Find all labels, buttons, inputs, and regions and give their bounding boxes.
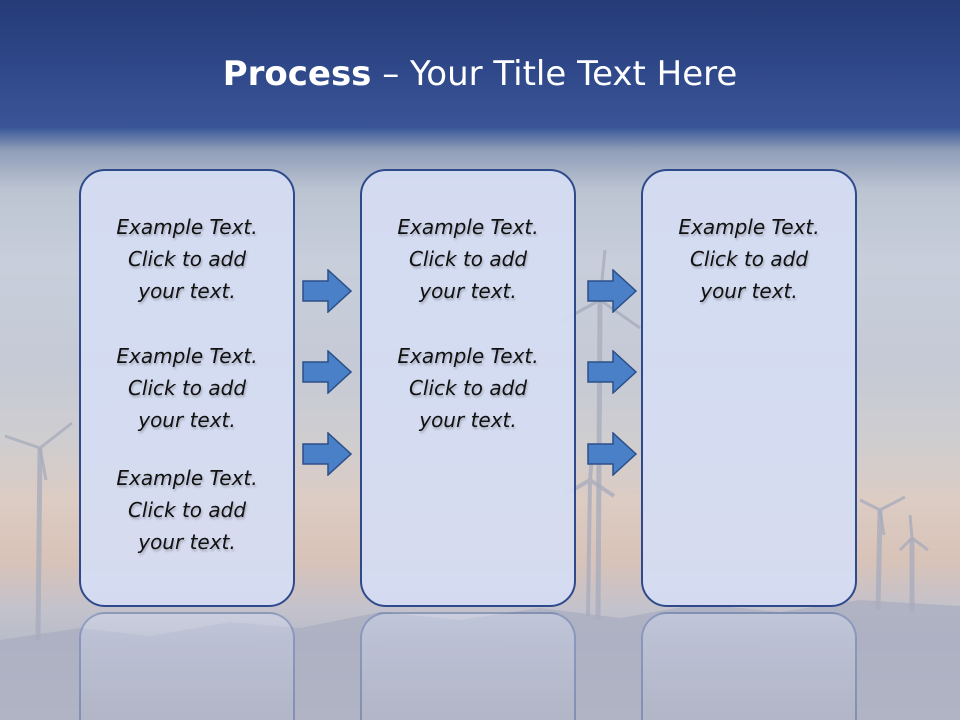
right-arrow-icon[interactable]	[587, 269, 637, 313]
panel-reflection	[79, 612, 295, 720]
text-placeholder[interactable]: Example Text. Click to add your text.	[643, 211, 855, 307]
text-placeholder[interactable]: Example Text. Click to add your text.	[362, 211, 574, 307]
title-bold: Process	[222, 54, 372, 94]
text-line: your text.	[138, 279, 236, 303]
text-line: your text.	[138, 408, 236, 432]
right-arrow-icon[interactable]	[302, 269, 352, 313]
right-arrow-icon[interactable]	[587, 350, 637, 394]
process-step-3-box[interactable]: Example Text. Click to add your text.	[641, 169, 857, 607]
process-step-1-box[interactable]: Example Text. Click to add your text. Ex…	[79, 169, 295, 607]
text-line: Example Text.	[397, 344, 539, 368]
text-line: Click to add	[408, 376, 528, 400]
title-rest: – Your Title Text Here	[371, 54, 738, 94]
text-line: your text.	[419, 408, 517, 432]
slide-title[interactable]: Process – Your Title Text Here	[0, 52, 960, 96]
panel-reflection	[360, 612, 576, 720]
text-line: Click to add	[127, 376, 247, 400]
text-line: your text.	[700, 279, 798, 303]
text-line: Click to add	[689, 247, 809, 271]
text-line: Example Text.	[678, 215, 820, 239]
title-band	[0, 0, 960, 128]
right-arrow-icon[interactable]	[302, 350, 352, 394]
right-arrow-icon[interactable]	[302, 432, 352, 476]
text-line: Example Text.	[116, 466, 258, 490]
text-line: your text.	[138, 530, 236, 554]
text-placeholder[interactable]: Example Text. Click to add your text.	[81, 211, 293, 307]
text-line: Click to add	[127, 247, 247, 271]
panel-reflection	[641, 612, 857, 720]
text-line: Click to add	[127, 498, 247, 522]
process-step-2-box[interactable]: Example Text. Click to add your text. Ex…	[360, 169, 576, 607]
text-line: Click to add	[408, 247, 528, 271]
text-placeholder[interactable]: Example Text. Click to add your text.	[81, 462, 293, 558]
text-placeholder[interactable]: Example Text. Click to add your text.	[81, 340, 293, 436]
text-line: Example Text.	[116, 344, 258, 368]
text-placeholder[interactable]: Example Text. Click to add your text.	[362, 340, 574, 436]
text-line: Example Text.	[397, 215, 539, 239]
text-line: Example Text.	[116, 215, 258, 239]
right-arrow-icon[interactable]	[587, 432, 637, 476]
text-line: your text.	[419, 279, 517, 303]
